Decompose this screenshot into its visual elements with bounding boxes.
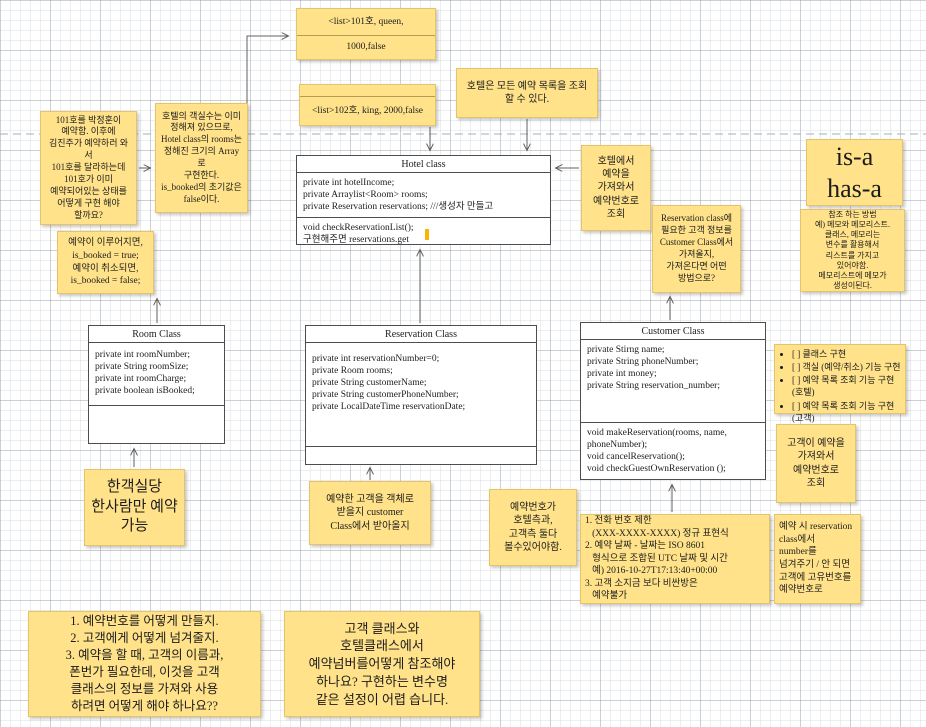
note-reservation-customer-text: Reservation class에 필요한 고객 정보를 Customer C…: [659, 213, 734, 283]
note-hotel-query[interactable]: 호텔은 모든 예약 목록을 조회 할 수 있다.: [456, 68, 598, 118]
note-resnum-visible-text: 예약번호가 호텔측과, 고객측 둘다 볼수있어야함.: [504, 502, 562, 553]
note-one-room-one-guest-text: 한객실당 한사람만 예약 가능: [91, 478, 178, 535]
note-reference-method[interactable]: 참조 하는 방법 예) 메모와 메모리스트. 클래스, 메모리는 변수를 활용해…: [800, 209, 905, 292]
hotel-class-methods: void checkReservationList(); 구현해주면 reser…: [297, 217, 550, 250]
note-hotel-rooms[interactable]: 호텔의 객실수는 이미 정해져 있으므로, Hotel class의 rooms…: [155, 103, 248, 213]
note-resnum-visible[interactable]: 예약번호가 호텔측과, 고객측 둘다 볼수있어야함.: [489, 489, 577, 566]
reservation-class-title: Reservation Class: [306, 326, 536, 343]
checklist-item: [ ] 객실 (예약/취소) 기능 구현: [792, 361, 901, 373]
note-isbooked-rule[interactable]: 예약이 이루어지면, is_booked = true; 예약이 취소되면, i…: [57, 231, 154, 294]
room-class[interactable]: Room Class private int roomNumber; priva…: [88, 325, 225, 444]
room-class-fields: private int roomNumber; private String r…: [95, 350, 195, 396]
checklist: [ ] 클래스 구현 [ ] 객실 (예약/취소) 기능 구현 [ ] 예약 목…: [779, 348, 901, 425]
room-class-methods-empty: [89, 405, 224, 443]
hotel-class-title: Hotel class: [297, 156, 550, 173]
note-isa-hasa-text: is-a has-a: [827, 142, 882, 203]
connector-roomsnote-to-list101[interactable]: [246, 36, 288, 107]
note-list-102-row: <list>102호, king, 2000,false: [311, 105, 424, 116]
customer-class-methods: void makeReservation(rooms, name, phoneN…: [581, 422, 765, 479]
reservation-class[interactable]: Reservation Class private int reservatio…: [305, 325, 537, 465]
note-question-reference[interactable]: 고객 클래스와 호텔클래스에서 예약넘버를어떻게 참조해야 하나요? 구현하는 …: [284, 611, 480, 717]
note-list-102-empty-row: [300, 85, 435, 96]
customer-class[interactable]: Customer Class private Stirng name; priv…: [580, 322, 766, 480]
note-constraints-text: 1. 전화 번호 제한 (XXX-XXXX-XXXX) 정규 표현식 2. 예약…: [585, 516, 729, 602]
note-resnum-pass[interactable]: 예약 시 reservation class에서 number를 넘겨주기 / …: [774, 514, 861, 604]
checklist-item: [ ] 클래스 구현: [792, 348, 901, 360]
collab-cursor-icon: [425, 229, 429, 240]
checklist-item: [ ] 예약 목록 조회 기능 구현 (고객): [792, 400, 901, 424]
note-question-numbering[interactable]: 1. 예약번호를 어떻게 만들지. 2. 고객에게 어떻게 넘겨줄지. 3. 예…: [28, 611, 261, 717]
customer-class-fields: private Stirng name; private String phon…: [587, 345, 720, 391]
note-checklist[interactable]: [ ] 클래스 구현 [ ] 객실 (예약/취소) 기능 구현 [ ] 예약 목…: [774, 344, 906, 423]
note-hotel-rooms-text: 호텔의 객실수는 이미 정해져 있으므로, Hotel class의 rooms…: [160, 110, 243, 204]
note-story-101[interactable]: 101호를 박정훈이 예약함. 이후에 김진주가 예약하러 와서 101호를 달…: [40, 111, 137, 225]
customer-class-title: Customer Class: [581, 323, 765, 340]
note-resnum-pass-text: 예약 시 reservation class에서 number를 넘겨주기 / …: [779, 522, 853, 596]
note-reservation-customer[interactable]: Reservation class에 필요한 고객 정보를 Customer C…: [652, 205, 741, 293]
divider: [300, 96, 435, 97]
note-reservation-guest-object-text: 예약한 고객을 객체로 받을지 customer Class에서 받아올지: [326, 494, 414, 532]
note-list-101-row1: <list>101호, queen,: [328, 16, 404, 27]
note-isa-hasa[interactable]: is-a has-a: [806, 139, 903, 206]
reservation-class-fields: private int reservationNumber=0; private…: [312, 354, 466, 412]
checklist-item: [ ] 예약 목록 조회 기능 구현 (호텔): [792, 374, 901, 398]
hotel-class-fields: private int hotelIncome; private Arrayli…: [303, 178, 494, 212]
note-reservation-guest-object[interactable]: 예약한 고객을 객체로 받을지 customer Class에서 받아올지: [309, 481, 431, 545]
note-customer-fetch-text: 고객이 예약을 가져와서 예약번호로 조회: [787, 438, 845, 489]
note-story-101-text: 101호를 박정훈이 예약함. 이후에 김진주가 예약하러 와서 101호를 달…: [48, 114, 129, 220]
note-one-room-one-guest[interactable]: 한객실당 한사람만 예약 가능: [84, 469, 185, 546]
room-class-title: Room Class: [89, 326, 224, 343]
note-question-numbering-text: 1. 예약번호를 어떻게 만들지. 2. 고객에게 어떻게 넘겨줄지. 3. 예…: [65, 614, 224, 713]
divider: [297, 35, 435, 36]
note-question-reference-text: 고객 클래스와 호텔클래스에서 예약넘버를어떻게 참조해야 하나요? 구현하는 …: [308, 620, 456, 707]
note-list-102[interactable]: <list>102호, king, 2000,false: [299, 84, 436, 126]
hotel-class[interactable]: Hotel class private int hotelIncome; pri…: [296, 155, 551, 245]
note-constraints[interactable]: 1. 전화 번호 제한 (XXX-XXXX-XXXX) 정규 표현식 2. 예약…: [580, 514, 770, 604]
note-customer-fetch[interactable]: 고객이 예약을 가져와서 예약번호로 조회: [776, 424, 856, 503]
note-list-101-row2: 1000,false: [346, 42, 386, 53]
note-hotel-fetch[interactable]: 호텔에서 예약을 가져와서 예약번호로 조회: [581, 145, 651, 231]
note-reference-method-text: 참조 하는 방법 예) 메모와 메모리스트. 클래스, 메모리는 변수를 활용해…: [815, 209, 890, 291]
note-list-101[interactable]: <list>101호, queen, 1000,false: [296, 8, 436, 60]
note-hotel-fetch-text: 호텔에서 예약을 가져와서 예약번호로 조회: [593, 156, 639, 220]
note-isbooked-rule-text: 예약이 이루어지면, is_booked = true; 예약이 취소되면, i…: [68, 238, 143, 287]
note-hotel-query-text: 호텔은 모든 예약 목록을 조회 할 수 있다.: [466, 80, 588, 105]
reservation-class-methods-empty: [306, 446, 536, 464]
